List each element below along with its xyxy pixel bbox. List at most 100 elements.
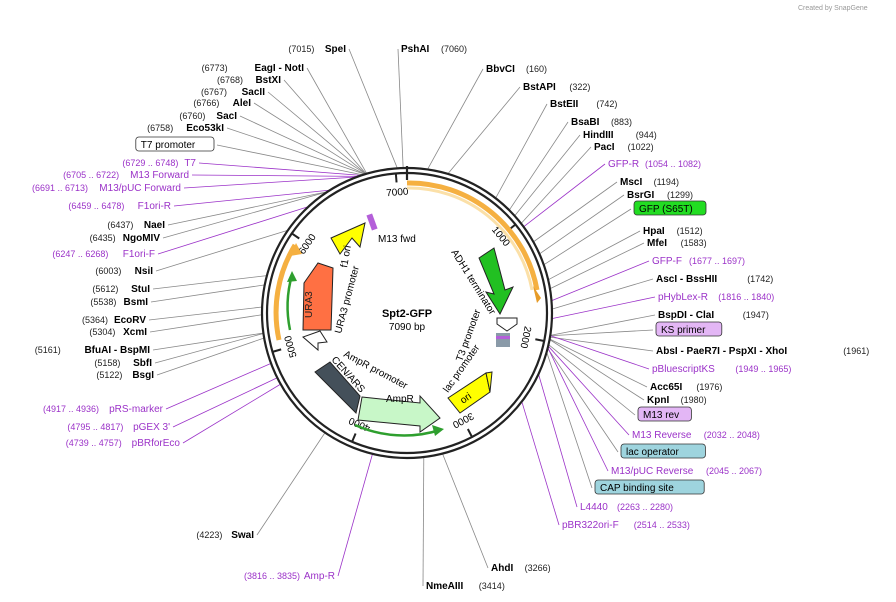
site-position: (1299) <box>667 190 693 200</box>
site-name: BfuAI - BspMI <box>84 345 150 356</box>
site-name: NsiI <box>135 266 154 277</box>
site-name: SpeI <box>325 44 346 55</box>
leader-line <box>551 260 650 302</box>
leader-line <box>191 174 359 177</box>
leader-line <box>547 230 641 281</box>
adh1-terminator-arrow <box>496 317 518 332</box>
leader-line <box>253 102 367 175</box>
site-position: (5122) <box>96 370 122 380</box>
ura3-arrow <box>302 262 334 331</box>
leader-line <box>397 48 404 169</box>
ampr-arrow <box>357 394 441 433</box>
site-label: PshAI(7060) <box>401 44 467 55</box>
site-name: SbfI <box>133 358 152 369</box>
site-name: HindIII <box>583 130 614 141</box>
leader-line <box>157 206 309 255</box>
site-name: AbsI - PaeR7I - PspXI - XhoI <box>656 346 787 357</box>
site-name: pBluescriptKS <box>652 364 715 375</box>
site-position: (6760) <box>179 111 205 121</box>
plasmid-name: Spt2-GFP <box>382 308 432 320</box>
site-name: BstAPI <box>523 82 556 93</box>
site-position: (1949 .. 1965) <box>735 364 791 374</box>
leader-line <box>422 457 425 587</box>
site-label: M13 Reverse(2032 .. 2048) <box>632 430 760 441</box>
site-name: BbvCI <box>486 64 515 75</box>
site-label: SacI(6760) <box>179 111 237 122</box>
site-label: HindIII (944) <box>583 130 657 141</box>
feature-box-label: T7 promoter <box>141 140 196 151</box>
leader-line <box>549 339 645 401</box>
ampr-orf-arc <box>354 423 441 437</box>
leader-line <box>548 344 636 416</box>
leader-line <box>533 181 618 243</box>
leader-line <box>306 67 368 174</box>
leader-line <box>547 345 630 436</box>
leader-line <box>156 337 265 376</box>
gfp-arc-outer <box>406 180 540 291</box>
site-label: GFP-F(1677 .. 1697) <box>652 256 745 267</box>
leader-line <box>172 377 278 428</box>
site-name: AleI <box>233 98 252 109</box>
site-label: GFP-R(1054 .. 1082) <box>608 159 701 170</box>
site-label: NgoMIV(6435) <box>90 233 161 244</box>
tick-label: 7000 <box>386 186 409 199</box>
site-position: (6459 .. 6478) <box>68 201 124 211</box>
site-position: (6758) <box>147 123 173 133</box>
site-label: BstAPI(322) <box>523 82 590 93</box>
site-label: pBluescriptKS (1949 .. 1965) <box>652 364 791 375</box>
site-name: GFP-R <box>608 159 639 170</box>
leader-line <box>162 191 328 239</box>
site-name: pBR322ori-F <box>562 520 619 531</box>
tick-mark <box>272 348 282 353</box>
site-position: (944) <box>636 130 657 140</box>
site-label: KS primer <box>655 321 723 337</box>
site-label: T7 promoter <box>135 136 215 152</box>
site-position: (3414) <box>479 581 505 591</box>
leader-line <box>226 127 366 175</box>
site-name: PacI <box>594 142 615 153</box>
site-label: EcoRV(5364) <box>82 315 146 326</box>
site-position: (2514 .. 2533) <box>634 520 690 530</box>
leader-line <box>550 329 654 337</box>
site-name: AscI - BssHII <box>656 274 717 285</box>
feature-box-label: GFP (S65T) <box>639 204 693 215</box>
site-position: (5538) <box>90 297 116 307</box>
leader-line <box>148 306 263 321</box>
site-position: (4917 .. 4936) <box>43 404 99 414</box>
site-label: F1ori-R(6459 .. 6478) <box>68 201 171 212</box>
site-position: (6247 .. 6268) <box>52 249 108 259</box>
leader-line <box>551 278 654 310</box>
feature-label-f1-ori: f1 ori <box>339 245 354 269</box>
lac-operator-mark <box>496 333 510 347</box>
leader-line <box>152 332 264 351</box>
site-name: GFP-F <box>652 256 682 267</box>
leader-line <box>547 347 609 472</box>
ampr-orf-arrow <box>432 425 444 436</box>
site-name: M13/pUC Reverse <box>611 466 694 477</box>
cen-ars-block <box>314 361 361 414</box>
site-position: (6768) <box>217 75 243 85</box>
leader-line <box>521 401 560 526</box>
site-position: (5364) <box>82 315 108 325</box>
site-label: Eco53kI(6758) <box>147 123 224 134</box>
site-position: (1194) <box>654 177 679 187</box>
site-name: AhdI <box>491 563 513 574</box>
ura3-promoter-arrow <box>302 330 328 352</box>
site-name: StuI <box>131 284 150 295</box>
site-position: (4739 .. 4757) <box>66 438 122 448</box>
tick-label: 3000 <box>450 410 475 430</box>
tick-mark <box>291 232 300 240</box>
site-label: HpaI(1512) <box>643 226 703 237</box>
leader-line <box>550 335 650 370</box>
site-position: (1947) <box>743 310 769 320</box>
leader-line <box>514 134 581 217</box>
site-position: (3266) <box>525 563 551 573</box>
leader-line <box>495 103 548 199</box>
site-label: M13 Forward(6705 .. 6722) <box>63 170 189 181</box>
site-position: (7015) <box>288 44 314 54</box>
leader-line <box>538 373 578 508</box>
ura3-arc-arrow <box>290 243 302 256</box>
site-name: BsaBI <box>571 117 600 128</box>
site-name: NmeAIII <box>426 581 463 592</box>
